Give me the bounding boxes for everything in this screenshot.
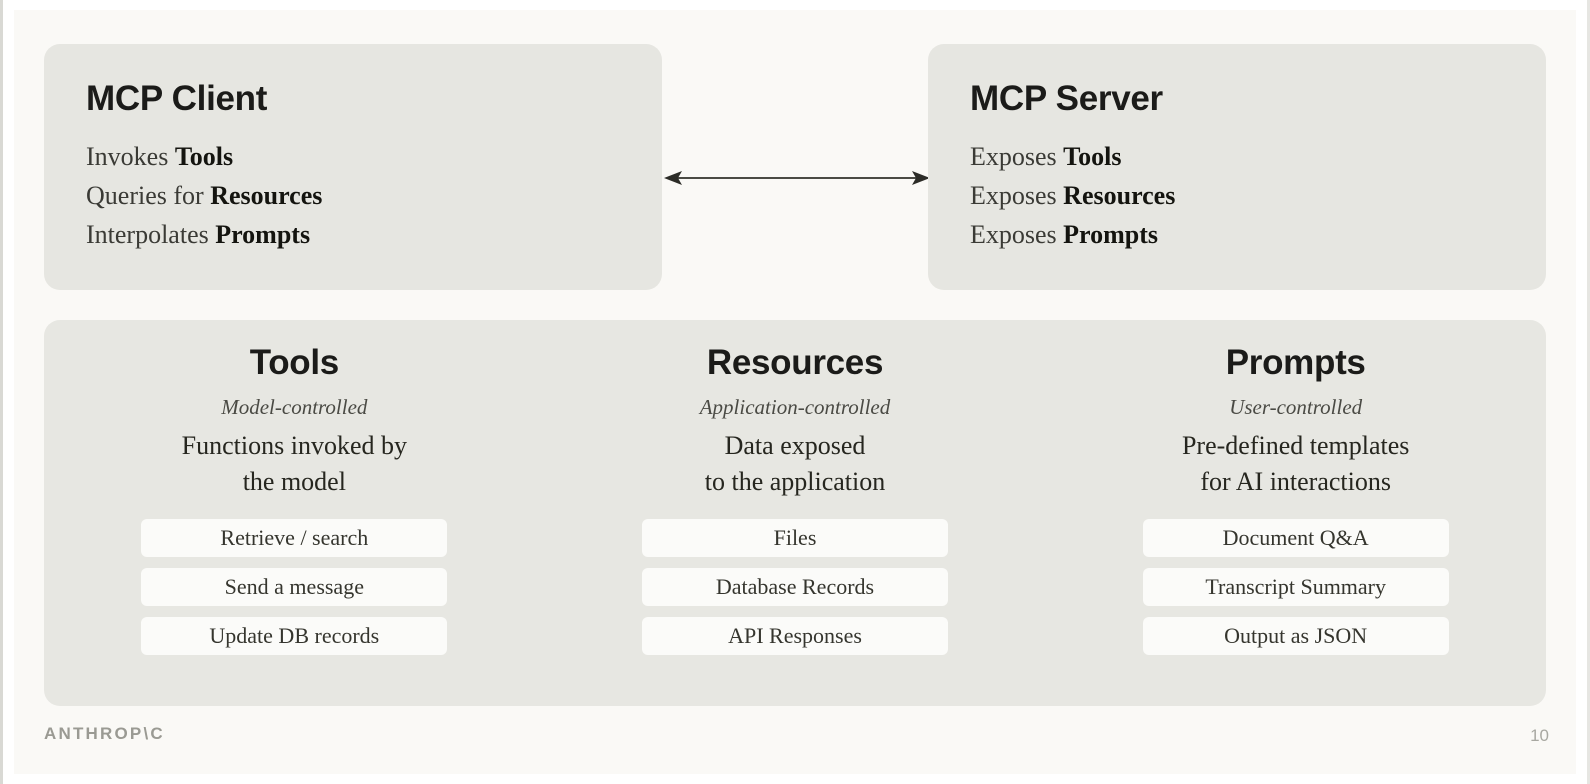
column-description: Functions invoked by the model <box>182 428 407 500</box>
description-line: Data exposed <box>724 430 866 460</box>
bidirectional-arrow-icon <box>662 160 932 196</box>
description-line: for AI interactions <box>1200 466 1391 496</box>
list-item: Queries for Resources <box>86 176 620 215</box>
slide-canvas: MCP Client Invokes Tools Queries for Res… <box>14 10 1576 774</box>
column-title: Tools <box>249 343 340 382</box>
example-pill[interactable]: Files <box>642 519 948 558</box>
capability-noun: Tools <box>1063 141 1122 171</box>
mcp-server-capability-list: Exposes Tools Exposes Resources Exposes … <box>970 137 1504 254</box>
mcp-client-capability-list: Invokes Tools Queries for Resources Inte… <box>86 137 620 254</box>
list-item: Exposes Tools <box>970 137 1504 176</box>
primitive-column-prompts: Prompts User-controlled Pre-defined temp… <box>1045 320 1546 706</box>
primitives-columns: Tools Model-controlled Functions invoked… <box>44 320 1546 706</box>
capability-noun: Resources <box>210 180 323 210</box>
list-item: Invokes Tools <box>86 137 620 176</box>
example-pill[interactable]: API Responses <box>642 617 948 656</box>
mcp-server-card: MCP Server Exposes Tools Exposes Resourc… <box>928 44 1546 290</box>
description-line: the model <box>242 466 346 496</box>
description-line: to the application <box>704 466 886 496</box>
example-pill[interactable]: Send a message <box>141 568 448 607</box>
capability-verb: Exposes <box>970 219 1064 249</box>
description-line: Functions invoked by <box>181 430 407 460</box>
list-item: Exposes Resources <box>970 176 1504 215</box>
capability-verb: Interpolates <box>86 219 216 249</box>
capability-verb: Exposes <box>970 180 1064 210</box>
capability-verb: Queries for <box>86 180 211 210</box>
slide-right-edge <box>1587 0 1590 784</box>
example-pill[interactable]: Document Q&A <box>1142 519 1449 558</box>
column-subtitle: Application-controlled <box>699 394 891 419</box>
column-description: Pre-defined templates for AI interaction… <box>1182 428 1409 500</box>
column-subtitle: Model-controlled <box>221 394 368 419</box>
description-line: Pre-defined templates <box>1181 430 1410 460</box>
column-title: Resources <box>706 343 884 382</box>
mcp-client-card: MCP Client Invokes Tools Queries for Res… <box>44 44 662 290</box>
example-pill-list: Document Q&A Transcript Summary Output a… <box>1142 519 1449 656</box>
example-pill[interactable]: Update DB records <box>141 617 448 656</box>
anthropic-wordmark: ANTHROP\C <box>44 724 165 743</box>
capability-noun: Prompts <box>215 219 311 249</box>
primitive-column-resources: Resources Application-controlled Data ex… <box>545 320 1046 706</box>
example-pill[interactable]: Database Records <box>642 568 948 607</box>
example-pill[interactable]: Retrieve / search <box>141 519 448 558</box>
capability-verb: Invokes <box>86 141 175 171</box>
capability-verb: Exposes <box>970 141 1064 171</box>
column-description: Data exposed to the application <box>705 428 886 500</box>
example-pill-list: Retrieve / search Send a message Update … <box>141 519 448 656</box>
capability-noun: Prompts <box>1063 219 1159 249</box>
mcp-server-title: MCP Server <box>970 79 1163 118</box>
column-subtitle: User-controlled <box>1229 394 1363 419</box>
mcp-client-title: MCP Client <box>86 79 268 118</box>
capability-noun: Resources <box>1063 180 1176 210</box>
column-title: Prompts <box>1225 343 1366 382</box>
primitive-column-tools: Tools Model-controlled Functions invoked… <box>44 320 545 706</box>
example-pill-list: Files Database Records API Responses <box>642 519 948 656</box>
example-pill[interactable]: Output as JSON <box>1142 617 1449 656</box>
example-pill[interactable]: Transcript Summary <box>1142 568 1449 607</box>
primitives-panel: Tools Model-controlled Functions invoked… <box>44 320 1546 706</box>
capability-noun: Tools <box>174 141 234 171</box>
list-item: Exposes Prompts <box>970 215 1504 254</box>
list-item: Interpolates Prompts <box>86 215 620 254</box>
page-number: 10 <box>1530 726 1549 745</box>
slide-left-edge <box>0 0 3 784</box>
